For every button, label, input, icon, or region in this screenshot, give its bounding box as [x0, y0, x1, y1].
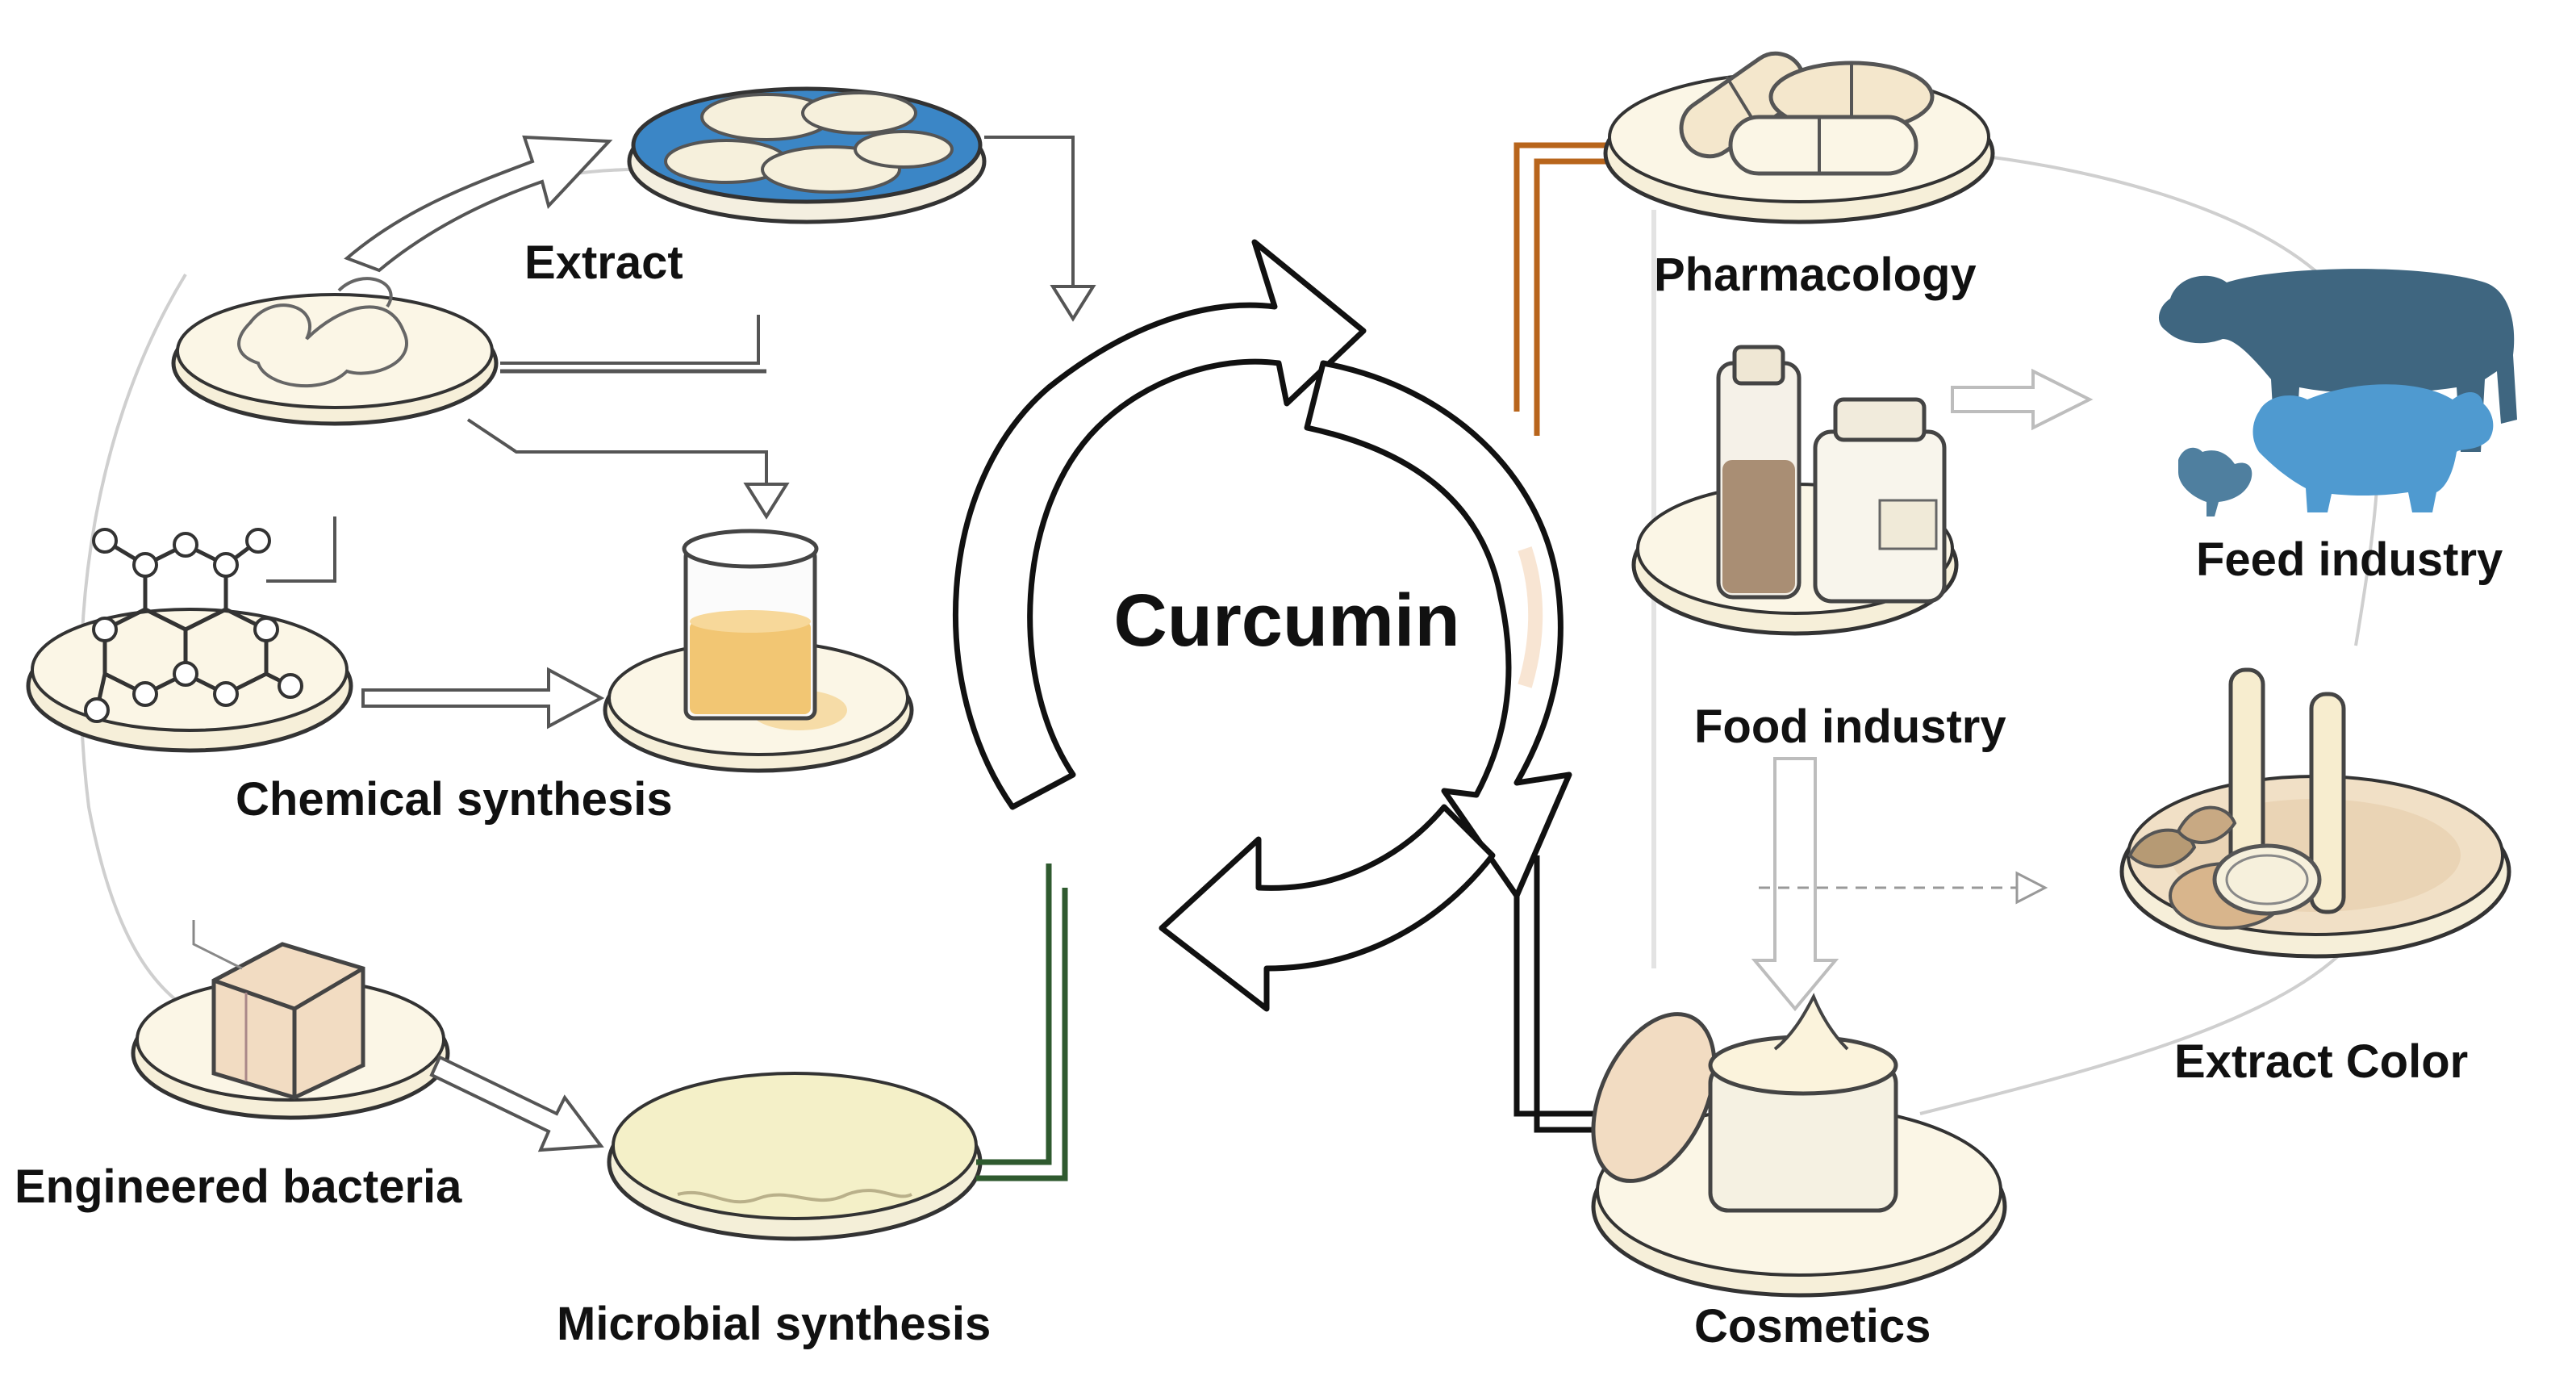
label-pharmacology: Pharmacology	[1654, 249, 1977, 301]
application-arrows	[1751, 368, 2094, 1012]
cow-icon	[2158, 269, 2517, 452]
source-arrows	[192, 135, 1096, 1152]
food-dish	[1631, 345, 1959, 636]
molecule-dish	[26, 528, 353, 753]
pig-icon	[2252, 384, 2494, 512]
cycle-arrows-inner-shading	[1518, 546, 1543, 688]
hen-icon	[2178, 447, 2252, 516]
label-cosmetics: Cosmetics	[1694, 1300, 1931, 1353]
cycle-arrows	[952, 239, 1572, 1012]
connectors	[976, 142, 1618, 1181]
extract-color-dish	[2119, 667, 2511, 959]
pharmacology-dish	[1603, 51, 1995, 224]
cube-dish	[131, 942, 450, 1120]
turmeric-root-dish	[171, 277, 499, 426]
label-engineered-bacteria: Engineered bacteria	[15, 1160, 462, 1213]
beaker-liquid	[690, 621, 811, 714]
label-extract: Extract	[524, 236, 683, 289]
cosmetics-dish	[1591, 993, 2007, 1298]
microbial-dish	[607, 1072, 983, 1241]
beaker-dish	[603, 529, 914, 773]
label-food-industry: Food industry	[1694, 700, 2006, 753]
extract-dish	[627, 86, 987, 224]
label-feed-industry: Feed industry	[2196, 533, 2503, 586]
label-chemical-synthesis: Chemical synthesis	[236, 773, 673, 826]
center-label-curcumin: Curcumin	[1113, 579, 1459, 662]
label-extract-color: Extract Color	[2174, 1035, 2468, 1088]
animals-icon	[2158, 269, 2517, 516]
label-microbial-synthesis: Microbial synthesis	[557, 1298, 991, 1350]
